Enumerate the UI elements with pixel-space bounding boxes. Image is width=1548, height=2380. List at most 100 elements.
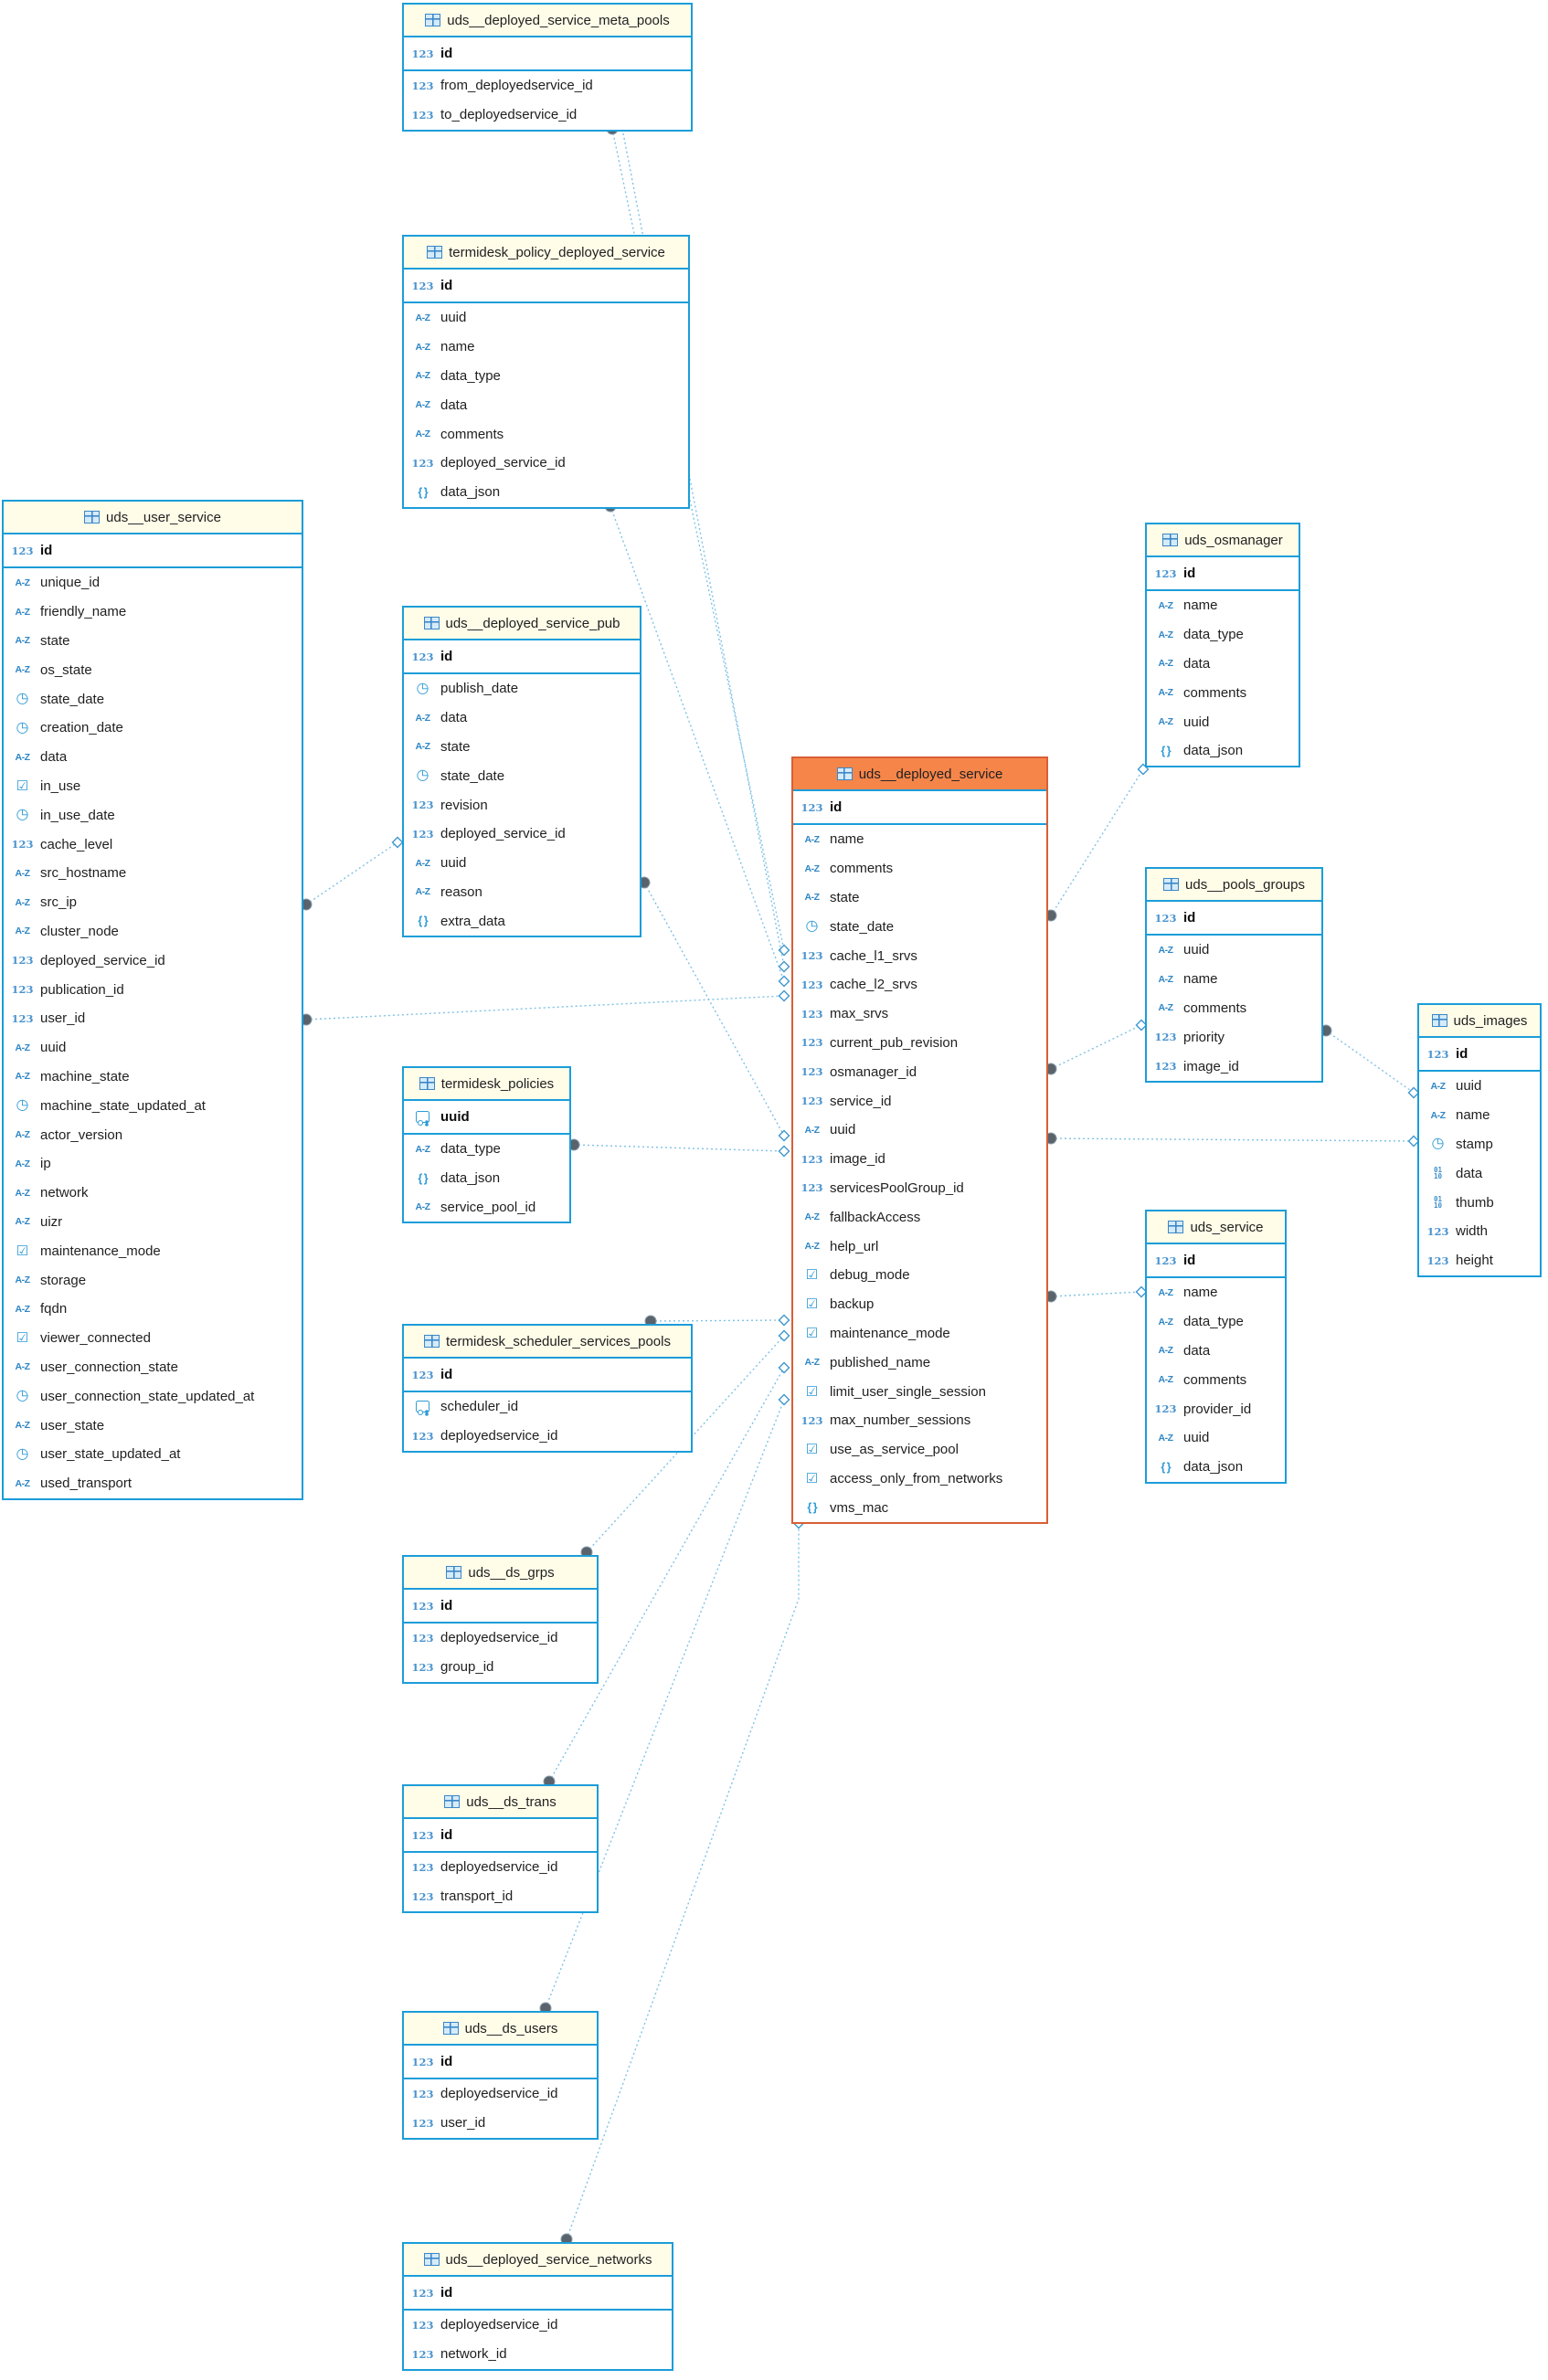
relation-uds__deployed_service--uds_service[interactable] [1045,1287,1147,1303]
column-height[interactable]: 123height [1419,1246,1540,1275]
column-data_json[interactable]: { }data_json [1147,736,1299,766]
column-uuid[interactable]: A-Zuuid [1147,1423,1285,1453]
relation-line[interactable] [651,1320,784,1321]
column-access_only_from_networks[interactable]: ☑access_only_from_networks [793,1465,1046,1494]
table-header[interactable]: termidesk_policies [404,1068,569,1101]
pk-column-id[interactable]: 123id [404,2046,597,2078]
table-uds_images[interactable]: uds_images123idA-ZuuidA-Zname◷stamp01 10… [1417,1003,1542,1277]
table-header[interactable]: termidesk_policy_deployed_service [404,237,688,270]
column-data_json[interactable]: { }data_json [1147,1453,1285,1482]
column-deployed_service_id[interactable]: 123deployed_service_id [4,946,302,975]
column-storage[interactable]: A-Zstorage [4,1265,302,1295]
column-comments[interactable]: A-Zcomments [793,854,1046,883]
column-unique_id[interactable]: A-Zunique_id [4,568,302,598]
column-name[interactable]: A-Zname [1147,1278,1285,1307]
table-uds__deployed_service_meta_pools[interactable]: uds__deployed_service_meta_pools123id123… [402,3,693,132]
relation-termidesk_policies--uds__deployed_service[interactable] [568,1139,790,1157]
column-os_state[interactable]: A-Zos_state [4,655,302,684]
column-uuid[interactable]: A-Zuuid [1147,707,1299,736]
table-termidesk_policies[interactable]: termidesk_policiesuuidA-Zdata_type{ }dat… [402,1066,571,1223]
pk-column-id[interactable]: 123id [1147,1244,1285,1276]
relation-uds__deployed_service_pub--uds__deployed_service[interactable] [639,877,790,1141]
table-header[interactable]: uds__user_service [4,502,302,534]
table-uds__ds_users[interactable]: uds__ds_users123id123deployedservice_id1… [402,2011,599,2140]
table-uds__user_service[interactable]: uds__user_service123idA-Zunique_idA-Zfri… [2,500,303,1500]
table-header[interactable]: uds__ds_grps [404,1557,597,1590]
column-uuid[interactable]: A-Zuuid [1419,1072,1540,1101]
column-publish_date[interactable]: ◷publish_date [404,674,640,703]
column-uizr[interactable]: A-Zuizr [4,1208,302,1237]
column-thumb[interactable]: 01 10thumb [1419,1188,1540,1217]
relation-line[interactable] [574,1145,784,1151]
column-fallbackAccess[interactable]: A-ZfallbackAccess [793,1202,1046,1232]
column-used_transport[interactable]: A-Zused_transport [4,1469,302,1498]
column-actor_version[interactable]: A-Zactor_version [4,1120,302,1149]
column-osmanager_id[interactable]: 123osmanager_id [793,1057,1046,1086]
column-data_json[interactable]: { }data_json [404,478,688,507]
column-state[interactable]: A-Zstate [4,627,302,656]
pk-column-id[interactable]: 123id [793,791,1046,823]
column-deployedservice_id[interactable]: 123deployedservice_id [404,2079,597,2109]
table-uds_service[interactable]: uds_service123idA-ZnameA-Zdata_typeA-Zda… [1145,1210,1287,1484]
column-service_pool_id[interactable]: A-Zservice_pool_id [404,1193,569,1222]
table-uds__pools_groups[interactable]: uds__pools_groups123idA-ZuuidA-ZnameA-Zc… [1145,867,1323,1083]
column-in_use[interactable]: ☑in_use [4,772,302,801]
pk-column-id[interactable]: 123id [1419,1038,1540,1070]
pk-column-id[interactable]: 123id [1147,557,1299,589]
column-deployedservice_id[interactable]: 123deployedservice_id [404,2311,672,2340]
column-data_type[interactable]: A-Zdata_type [404,1135,569,1164]
table-uds_osmanager[interactable]: uds_osmanager123idA-ZnameA-Zdata_typeA-Z… [1145,523,1300,767]
column-cache_l2_srvs[interactable]: 123cache_l2_srvs [793,970,1046,1000]
table-termidesk_scheduler_services_pools[interactable]: termidesk_scheduler_services_pools123ids… [402,1324,693,1453]
column-extra_data[interactable]: { }extra_data [404,906,640,936]
column-data[interactable]: A-Zdata [404,390,688,419]
column-uuid[interactable]: A-Zuuid [1147,936,1321,965]
column-data[interactable]: A-Zdata [1147,650,1299,679]
column-revision[interactable]: 123revision [404,790,640,820]
pk-column-id[interactable]: 123id [1147,902,1321,934]
table-uds__deployed_service_pub[interactable]: uds__deployed_service_pub123id◷publish_d… [402,606,641,937]
column-to_deployedservice_id[interactable]: 123to_deployedservice_id [404,100,691,130]
column-state[interactable]: A-Zstate [404,733,640,762]
column-data_json[interactable]: { }data_json [404,1164,569,1193]
column-creation_date[interactable]: ◷creation_date [4,714,302,743]
column-deployedservice_id[interactable]: 123deployedservice_id [404,1853,597,1882]
column-comments[interactable]: A-Zcomments [1147,1365,1285,1394]
column-state_date[interactable]: ◷state_date [404,761,640,790]
column-comments[interactable]: A-Zcomments [1147,678,1299,707]
relation-line[interactable] [1051,769,1143,915]
table-header[interactable]: uds_service [1147,1211,1285,1244]
relation-line[interactable] [546,1400,784,2008]
column-machine_state[interactable]: A-Zmachine_state [4,1063,302,1092]
column-user_id[interactable]: 123user_id [404,2109,597,2138]
column-maintenance_mode[interactable]: ☑maintenance_mode [793,1319,1046,1349]
column-debug_mode[interactable]: ☑debug_mode [793,1261,1046,1290]
table-header[interactable]: uds__deployed_service_networks [404,2244,672,2277]
relation-line[interactable] [306,996,784,1020]
relation-uds__ds_users--uds__deployed_service[interactable] [540,1395,790,2015]
column-name[interactable]: A-Zname [404,333,688,362]
pk-column-id[interactable]: 123id [4,534,302,566]
column-servicesPoolGroup_id[interactable]: 123servicesPoolGroup_id [793,1174,1046,1203]
relation-uds__deployed_service--uds_osmanager[interactable] [1045,765,1149,922]
column-deployed_service_id[interactable]: 123deployed_service_id [404,820,640,849]
column-deployed_service_id[interactable]: 123deployed_service_id [404,449,688,478]
pk-column-id[interactable]: 123id [404,640,640,672]
table-header[interactable]: termidesk_scheduler_services_pools [404,1326,691,1359]
column-network[interactable]: A-Znetwork [4,1179,302,1208]
column-src_hostname[interactable]: A-Zsrc_hostname [4,859,302,888]
column-vms_mac[interactable]: { }vms_mac [793,1493,1046,1522]
table-header[interactable]: uds__deployed_service [793,758,1046,791]
column-network_id[interactable]: 123network_id [404,2340,672,2369]
column-maintenance_mode[interactable]: ☑maintenance_mode [4,1236,302,1265]
column-scheduler_id[interactable]: scheduler_id [404,1392,691,1422]
column-viewer_connected[interactable]: ☑viewer_connected [4,1324,302,1353]
column-data[interactable]: A-Zdata [1147,1337,1285,1366]
table-uds__deployed_service[interactable]: uds__deployed_service123idA-ZnameA-Zcomm… [791,756,1048,1524]
column-current_pub_revision[interactable]: 123current_pub_revision [793,1029,1046,1058]
column-user_id[interactable]: 123user_id [4,1004,302,1033]
column-uuid[interactable]: A-Zuuid [404,849,640,878]
column-name[interactable]: A-Zname [1147,965,1321,994]
column-uuid[interactable]: A-Zuuid [404,303,688,333]
column-user_connection_state[interactable]: A-Zuser_connection_state [4,1353,302,1382]
